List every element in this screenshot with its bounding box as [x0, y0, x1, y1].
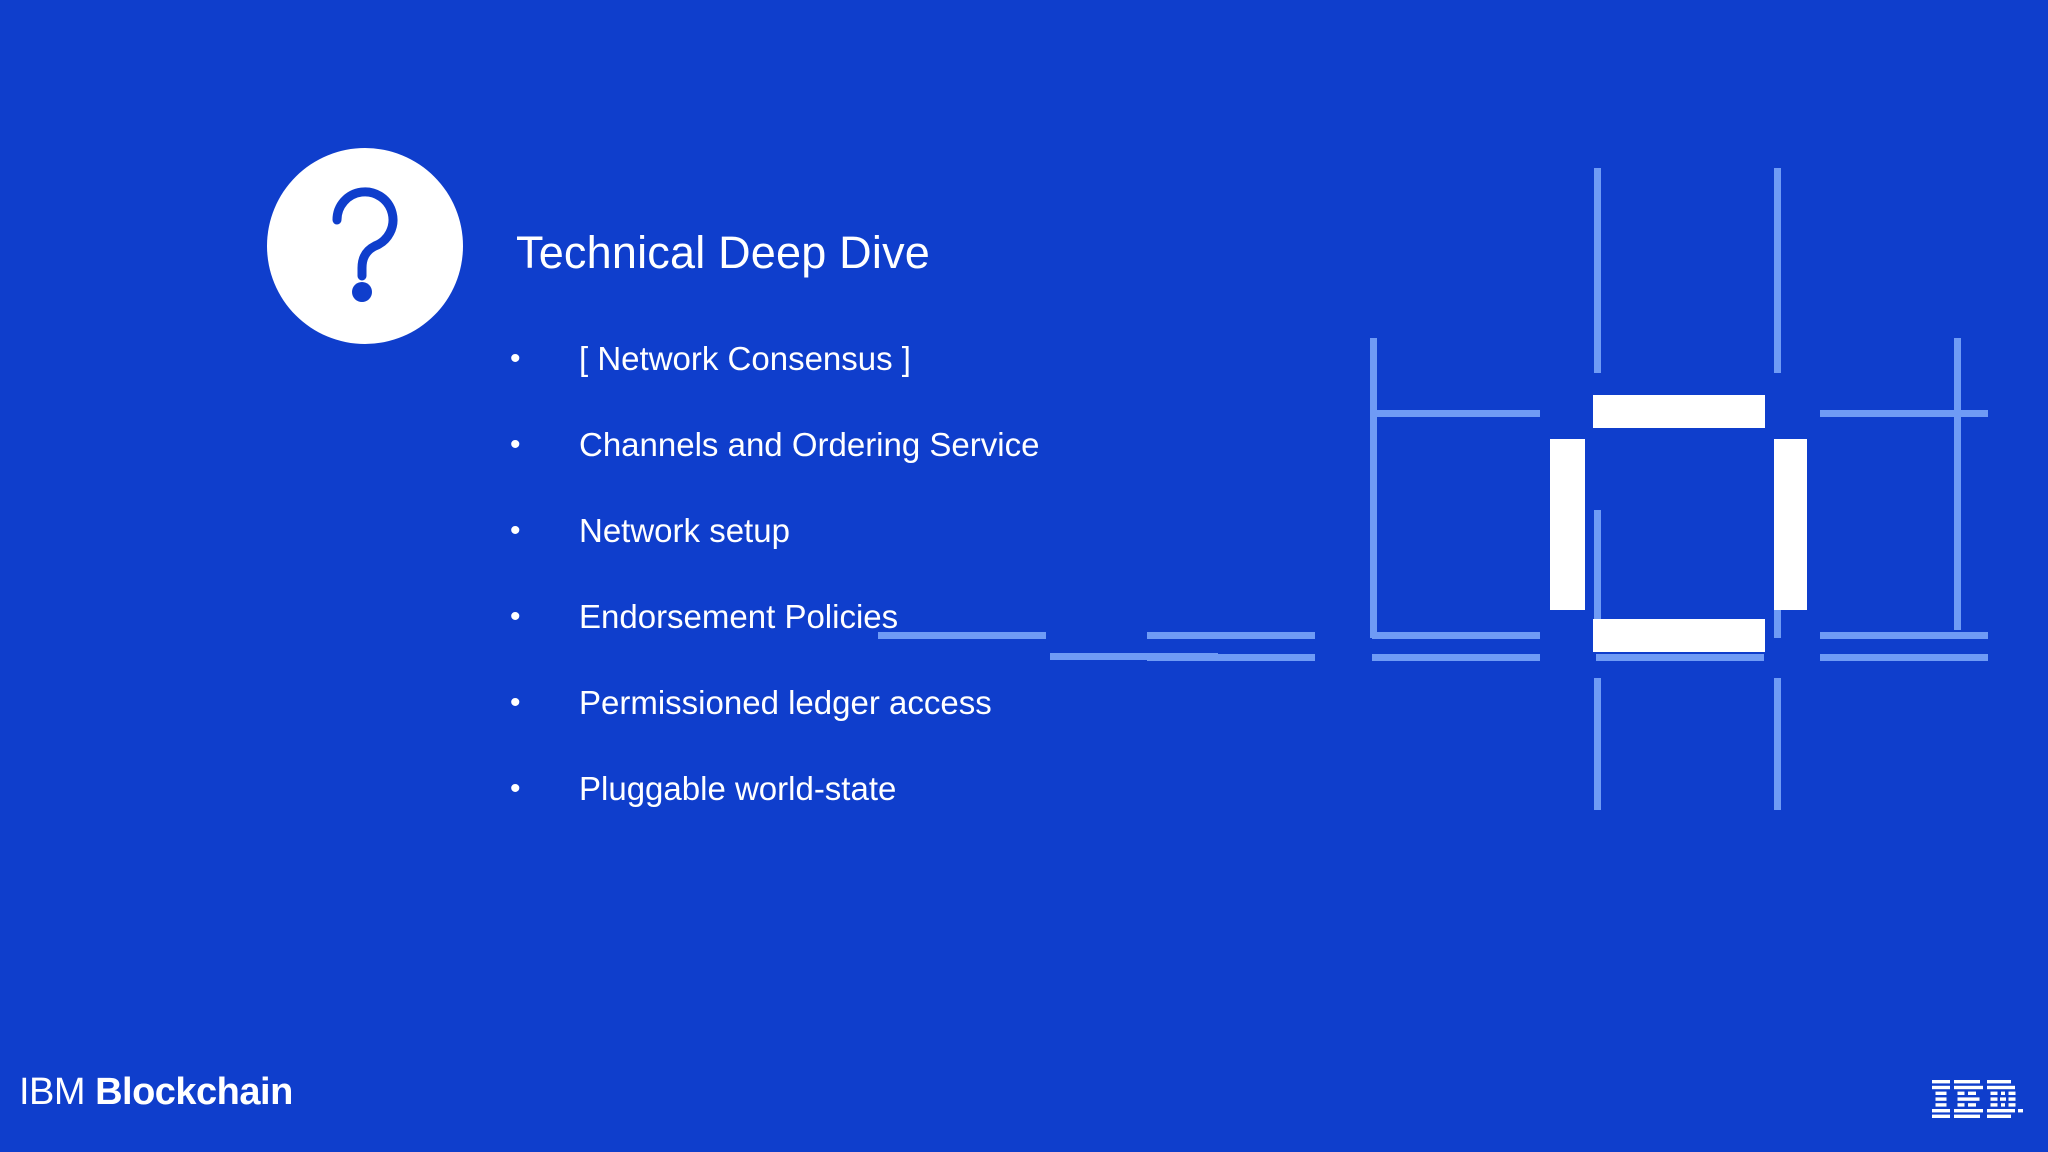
- grid-rule-horizontal: [1372, 410, 1540, 417]
- grid-rule-vertical: [1774, 168, 1781, 373]
- ibm-eight-bar-logo-icon: [1932, 1080, 2024, 1118]
- list-item: • [ Network Consensus ]: [510, 338, 1230, 424]
- bullet-marker-icon: •: [510, 772, 521, 805]
- list-item-label: [ Network Consensus ]: [579, 340, 911, 377]
- bullet-marker-icon: •: [510, 514, 521, 547]
- grid-rule-horizontal: [1820, 632, 1988, 639]
- grid-rule-horizontal: [1372, 654, 1540, 661]
- page-title: Technical Deep Dive: [516, 227, 931, 278]
- list-item-label: Endorsement Policies: [579, 598, 899, 635]
- grid-rule-horizontal: [1147, 654, 1315, 661]
- list-item: • Pluggable world-state: [510, 768, 1230, 854]
- list-item-label: Pluggable world-state: [579, 770, 897, 807]
- bullet-marker-icon: •: [510, 600, 521, 633]
- list-item-label: Permissioned ledger access: [579, 684, 992, 721]
- footer-brand-primary: IBM: [19, 1071, 86, 1113]
- grid-rule-vertical: [1594, 168, 1601, 373]
- list-item: • Channels and Ordering Service: [510, 424, 1230, 510]
- list-item-label: Network setup: [579, 512, 790, 549]
- ibm-blockchain-grid-motif: [878, 168, 2030, 840]
- grid-rule-horizontal: [1596, 654, 1764, 661]
- list-item: • Permissioned ledger access: [510, 682, 1230, 768]
- footer-brand-secondary: Blockchain: [95, 1071, 293, 1113]
- list-item: • Endorsement Policies: [510, 596, 1230, 682]
- grid-rule-vertical: [1594, 510, 1601, 638]
- grid-rule-vertical: [1774, 678, 1781, 810]
- bullet-marker-icon: •: [510, 428, 521, 461]
- grid-rule-horizontal: [1147, 632, 1315, 639]
- grid-rule-vertical: [1370, 510, 1377, 638]
- grid-highlight-right: [1774, 439, 1807, 610]
- grid-highlight-left: [1550, 439, 1585, 610]
- question-mark-icon: [267, 148, 463, 344]
- bullet-marker-icon: •: [510, 342, 521, 375]
- grid-rule-horizontal: [1820, 410, 1988, 417]
- grid-highlight-bottom: [1593, 619, 1765, 652]
- grid-rule-horizontal: [1050, 653, 1218, 660]
- grid-rule-horizontal: [878, 632, 1046, 639]
- list-item-label: Channels and Ordering Service: [579, 426, 1040, 463]
- list-item: • Network setup: [510, 510, 1230, 596]
- grid-rule-vertical: [1370, 338, 1377, 630]
- agenda-bullet-list: • [ Network Consensus ] • Channels and O…: [510, 338, 1230, 854]
- grid-highlight-top: [1593, 395, 1765, 428]
- grid-rule-vertical: [1594, 678, 1601, 810]
- grid-rule-vertical: [1954, 338, 1961, 630]
- grid-rule-horizontal: [1372, 632, 1540, 639]
- grid-rule-horizontal: [1820, 654, 1988, 661]
- bullet-marker-icon: •: [510, 686, 521, 719]
